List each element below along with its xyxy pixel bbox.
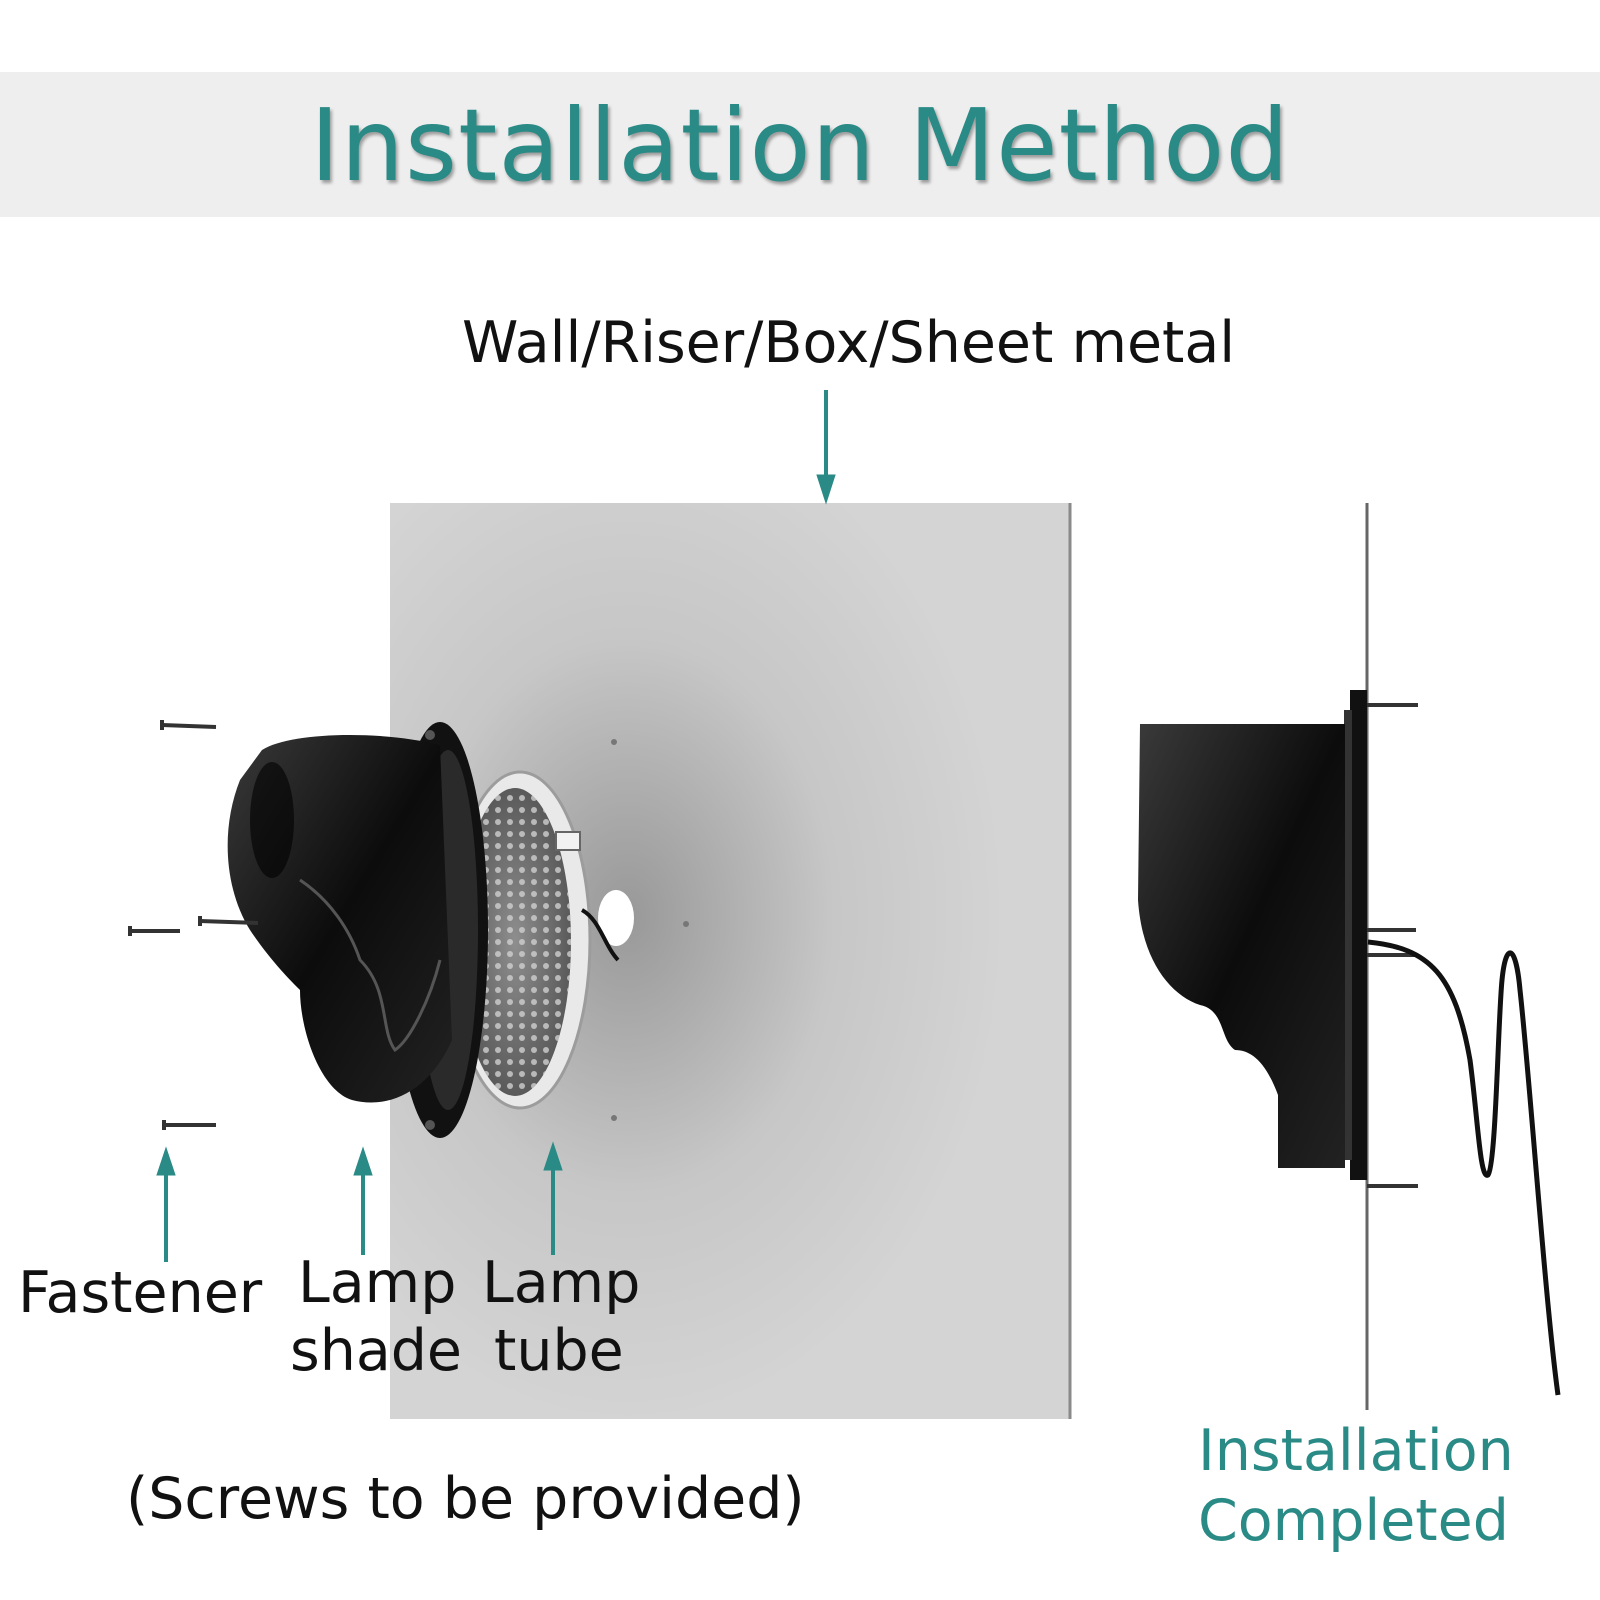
surface-label: Wall/Riser/Box/Sheet metal [462, 310, 1236, 376]
arrow-lamp-shade [353, 1146, 373, 1255]
title-banner [0, 72, 1600, 217]
lamp-shade-body [227, 734, 452, 1103]
lamp-tube-part [448, 770, 620, 1110]
wall-cable-hole [598, 890, 634, 946]
completed-installation [1138, 503, 1561, 1410]
arrow-surface [816, 390, 836, 505]
lamp-shade-label-line1: Lamp [298, 1250, 457, 1316]
fastener-screws [128, 720, 259, 1130]
lamp-tube-label-line2: tube [494, 1318, 624, 1384]
screws-note: (Screws to be provided) [126, 1466, 805, 1532]
fastener-label: Fastener [18, 1260, 263, 1326]
lamp-shade-label-line2: shade [290, 1318, 463, 1384]
page-title: Installation Method [310, 87, 1290, 204]
arrow-lamp-tube [543, 1141, 563, 1255]
arrow-fastener [156, 1146, 176, 1262]
lamp-tube-label-line1: Lamp [482, 1250, 641, 1316]
completed-label-line2: Completed [1198, 1488, 1509, 1554]
completed-label-line1: Installation [1198, 1418, 1514, 1484]
